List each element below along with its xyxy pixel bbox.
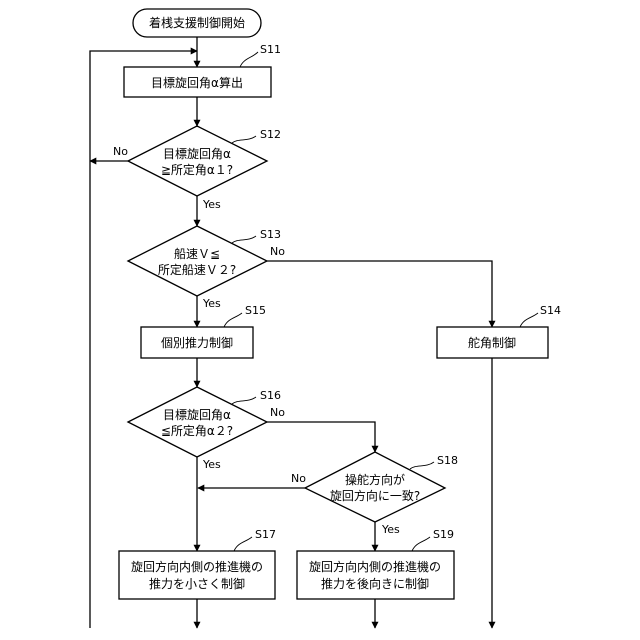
decision-s16-line2: ≦所定角α２? [161, 423, 233, 438]
step-s11-text: 目標旋回角α算出 [151, 75, 243, 90]
decision-s12-line1: 目標旋回角α [163, 147, 231, 161]
decision-s13 [128, 226, 267, 296]
start-label: 着桟支援制御開始 [149, 15, 245, 30]
step-s13-leader [232, 236, 256, 243]
s18-yes-label: Yes [381, 523, 400, 536]
decision-s16-line1: 目標旋回角α [163, 408, 231, 422]
step-s14-id: S14 [540, 304, 561, 317]
step-s14-leader [520, 313, 538, 327]
step-s11-id: S11 [260, 43, 281, 56]
decision-s12-line2: ≧所定角α１? [161, 162, 233, 177]
step-s17-line2: 推力を小さく制御 [149, 576, 245, 591]
step-s19-leader [412, 537, 430, 551]
step-s15-text: 個別推力制御 [161, 335, 233, 350]
step-s19-line1: 旋回方向内側の推進機の [309, 559, 441, 574]
decision-s18-line2: 旋回方向に一致? [330, 488, 420, 503]
step-s19-line2: 推力を後向きに制御 [321, 576, 429, 591]
decision-s18 [305, 452, 445, 522]
step-s17-box [119, 551, 275, 599]
s13-yes-label: Yes [202, 297, 221, 310]
decision-s18-line1: 操舵方向が [345, 472, 405, 487]
decision-s16 [128, 387, 267, 457]
step-s19-box [297, 551, 454, 599]
decision-s12 [128, 126, 267, 196]
edge-s13-s14 [267, 261, 492, 327]
s18-no-label: No [291, 472, 306, 485]
step-s14-text: 舵角制御 [468, 335, 516, 350]
step-s11-leader [240, 52, 258, 67]
decision-s13-line1: 船速Ｖ≦ [174, 247, 220, 261]
step-s17-leader [234, 537, 252, 551]
s16-yes-label: Yes [202, 458, 221, 471]
step-s16-leader [232, 397, 256, 404]
step-s12-leader [232, 136, 256, 143]
step-s15-leader [224, 313, 242, 327]
s16-no-label: No [270, 406, 285, 419]
s12-yes-label: Yes [202, 198, 221, 211]
step-s18-id: S18 [437, 454, 458, 467]
step-s17-line1: 旋回方向内側の推進機の [131, 559, 263, 574]
step-s13-id: S13 [260, 228, 281, 241]
step-s19-id: S19 [433, 528, 454, 541]
s12-no-label: No [113, 145, 128, 158]
step-s16-id: S16 [260, 389, 281, 402]
edge-s16-s18 [267, 422, 375, 452]
decision-s13-line2: 所定船速Ｖ２? [158, 262, 236, 277]
s13-no-label: No [270, 245, 285, 258]
step-s12-id: S12 [260, 128, 281, 141]
step-s17-id: S17 [255, 528, 276, 541]
step-s15-id: S15 [245, 304, 266, 317]
step-s18-leader [410, 462, 434, 469]
